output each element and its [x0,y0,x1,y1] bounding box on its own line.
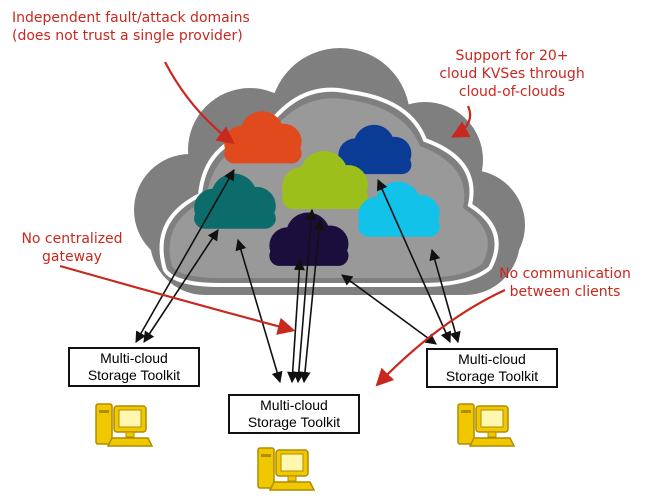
arrow-left-teal [143,229,219,343]
annotation-arrows [59,61,506,387]
annotation-line: between clients [510,284,621,300]
computer-icon [457,403,515,447]
toolkit-line2: Storage Toolkit [445,368,539,384]
annotation-line: gateway [42,249,102,265]
arrow-fault-domains [164,61,235,145]
annotation-line: Support for 20+ [455,48,568,64]
computer-icon [257,447,315,491]
toolkit-box-right: Multi-cloud Storage Toolkit [426,348,558,388]
toolkit-line1: Multi-cloud [260,397,328,413]
toolkit-line2: Storage Toolkit [247,414,341,430]
annotation-line: cloud KVSes through [439,66,584,82]
annotation-line: cloud-of-clouds [459,84,565,100]
computer-icon [95,403,153,447]
annotation-line: No communication [499,266,631,282]
toolkit-line1: Multi-cloud [100,350,168,366]
annotation-no-communication: No communication between clients [499,266,631,300]
arrow-no-communication [375,289,506,387]
arrow-no-gateway [59,264,296,335]
annotation-line: No centralized [21,231,122,247]
annotation-no-gateway: No centralized gateway [21,231,122,265]
toolkit-line2: Storage Toolkit [87,367,181,383]
annotation-line: (does not trust a single provider) [12,28,243,44]
toolkit-box-center: Multi-cloud Storage Toolkit [228,394,360,434]
toolkit-line1: Multi-cloud [458,351,526,367]
annotation-kvs-support: Support for 20+ cloud KVSes through clou… [439,48,584,100]
toolkit-box-left: Multi-cloud Storage Toolkit [68,347,200,387]
annotation-fault-domains: Independent fault/attack domains (does n… [12,10,250,44]
connection-arrows [135,169,461,384]
annotation-line: Independent fault/attack domains [12,10,250,26]
arrow-kvs-support [450,105,472,138]
arrow-right-cyan [429,248,461,344]
arrow-mid-lime2 [299,218,325,384]
arrow-mid-teal [235,238,283,384]
